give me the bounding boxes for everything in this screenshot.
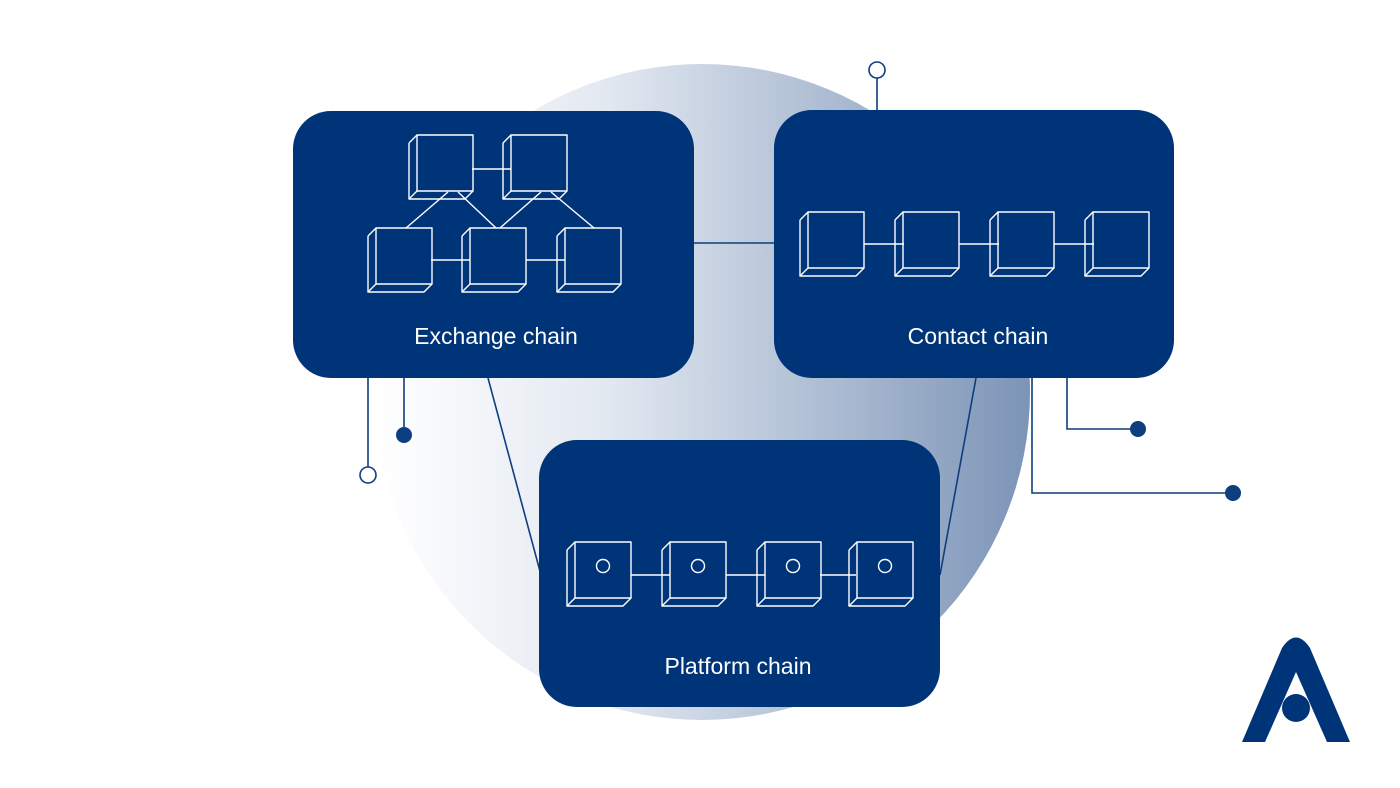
- connector-lines: [367, 78, 1225, 576]
- platform-chain-label: Platform chain: [664, 653, 811, 679]
- exchange-chain-box: Exchange chain: [293, 111, 694, 378]
- exchange-platform-link: [487, 377, 542, 576]
- contact-right-connector-2: [1031, 378, 1225, 494]
- exchange-chain-label: Exchange chain: [414, 323, 578, 349]
- node-open-top: [868, 61, 886, 79]
- node-filled-right-2: [1225, 485, 1241, 501]
- node-filled-right: [1130, 421, 1146, 437]
- platform-chain-box: Platform chain: [539, 440, 940, 707]
- contact-right-connector: [1066, 378, 1130, 430]
- avalanche-a-logo-icon: [1242, 637, 1350, 742]
- node-filled-left: [396, 427, 412, 443]
- contact-chain-box: Contact chain: [774, 110, 1174, 378]
- contact-platform-link: [939, 377, 977, 576]
- node-open-left: [359, 466, 377, 484]
- exchange-network-links: [405, 168, 595, 261]
- contact-chain-label: Contact chain: [908, 323, 1049, 349]
